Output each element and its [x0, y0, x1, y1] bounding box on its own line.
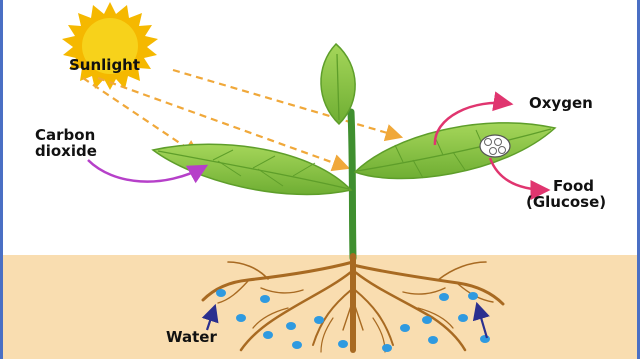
carbon-dioxide-label-line2: dioxide	[35, 143, 97, 159]
food-label-line2: (Glucose)	[526, 194, 606, 210]
water-drop-icon	[468, 292, 478, 300]
oxygen-label: Oxygen	[529, 95, 593, 111]
glucose-molecule-icon	[480, 135, 510, 157]
food-label-line1: Food	[553, 178, 594, 194]
food-arrow	[490, 158, 548, 190]
water-drop-icon	[260, 295, 270, 303]
sunlight-label: Sunlight	[69, 57, 140, 73]
water-drop-icon	[480, 335, 490, 343]
sun-icon	[62, 2, 158, 90]
water-drop-icon	[236, 314, 246, 322]
water-label: Water	[166, 329, 217, 345]
stem	[351, 112, 353, 258]
water-drop-icon	[400, 324, 410, 332]
water-drop-icon	[382, 344, 392, 352]
water-drop-icon	[216, 289, 226, 297]
water-drop-icon	[338, 340, 348, 348]
water-drop-icon	[428, 336, 438, 344]
water-drop-icon	[286, 322, 296, 330]
water-drop-icon	[439, 293, 449, 301]
water-drop-icon	[422, 316, 432, 324]
water-drop-icon	[458, 314, 468, 322]
diagram-canvas	[3, 0, 640, 359]
water-drop-icon	[314, 316, 324, 324]
left-leaf	[153, 144, 351, 194]
carbon-dioxide-label-line1: Carbon	[35, 127, 95, 143]
water-drop-icon	[263, 331, 273, 339]
water-drop-icon	[292, 341, 302, 349]
